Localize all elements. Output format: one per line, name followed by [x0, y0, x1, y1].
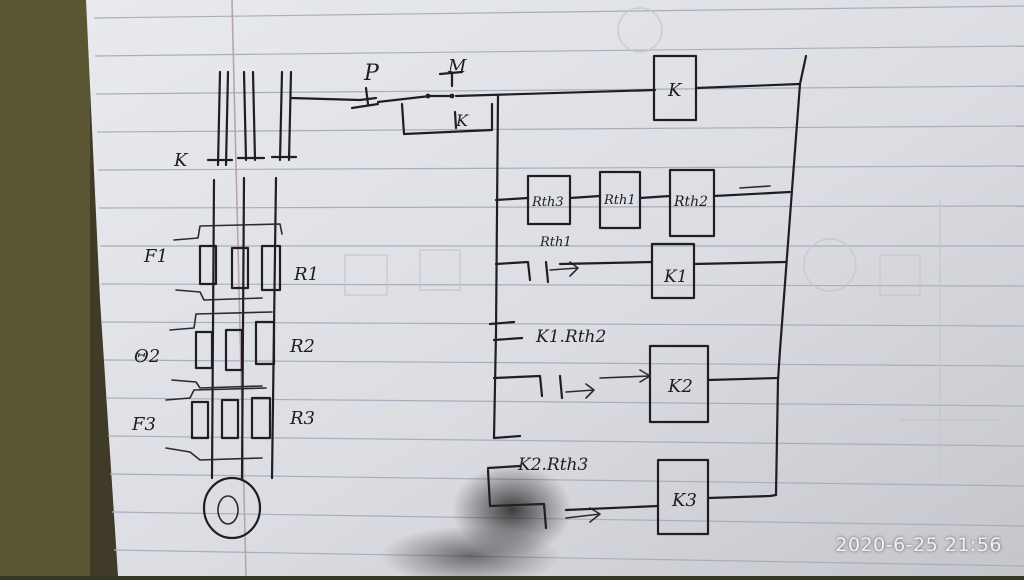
photo-timestamp: 2020-6-25 21:56	[835, 534, 1002, 556]
label-push-button: P	[363, 61, 380, 86]
label-resistor-1: R1	[293, 264, 319, 285]
coil-k1-box	[650, 242, 696, 300]
hand-shadow	[380, 526, 560, 580]
handwritten-labels: P M K K K F1 Θ2 F3 R1 R2 R3 Rth3 Rth1 Rt…	[131, 56, 708, 511]
label-coil-k3: K3	[671, 490, 697, 511]
relay-rth2-box	[668, 168, 716, 238]
label-k1-note: K1.Rth2	[535, 327, 606, 347]
label-coil-k2: K2	[667, 376, 693, 397]
label-relay-rth2: Rth2	[673, 194, 708, 210]
label-resistor-3: R3	[289, 408, 315, 429]
label-fuse-1: F1	[143, 246, 168, 267]
label-rth1-note: Rth1	[539, 235, 572, 250]
control-circuit	[350, 54, 808, 536]
show-through-ghost	[344, 7, 1000, 480]
label-fuse-3: F3	[131, 414, 156, 435]
power-circuit	[165, 70, 362, 540]
label-k2-note: K2.Rth3	[517, 455, 588, 475]
label-main-contact: M	[447, 56, 467, 77]
label-resistor-2: R2	[289, 336, 315, 357]
coil-k2-box	[648, 344, 710, 424]
label-power-contacts: K	[173, 150, 189, 171]
motor-symbol	[202, 476, 262, 540]
label-coil-k1: K1	[663, 267, 688, 287]
relay-rth3-box	[526, 174, 572, 226]
label-relay-rth1: Rth1	[603, 193, 636, 208]
relay-rth1-box	[598, 170, 642, 230]
label-fuse-2: Θ2	[134, 346, 160, 367]
label-self-hold: K	[455, 111, 469, 130]
label-main-coil: K	[667, 80, 683, 101]
desk-left-edge	[0, 0, 90, 576]
label-relay-rth3: Rth3	[531, 195, 564, 210]
paper-sheet	[86, 0, 1024, 576]
